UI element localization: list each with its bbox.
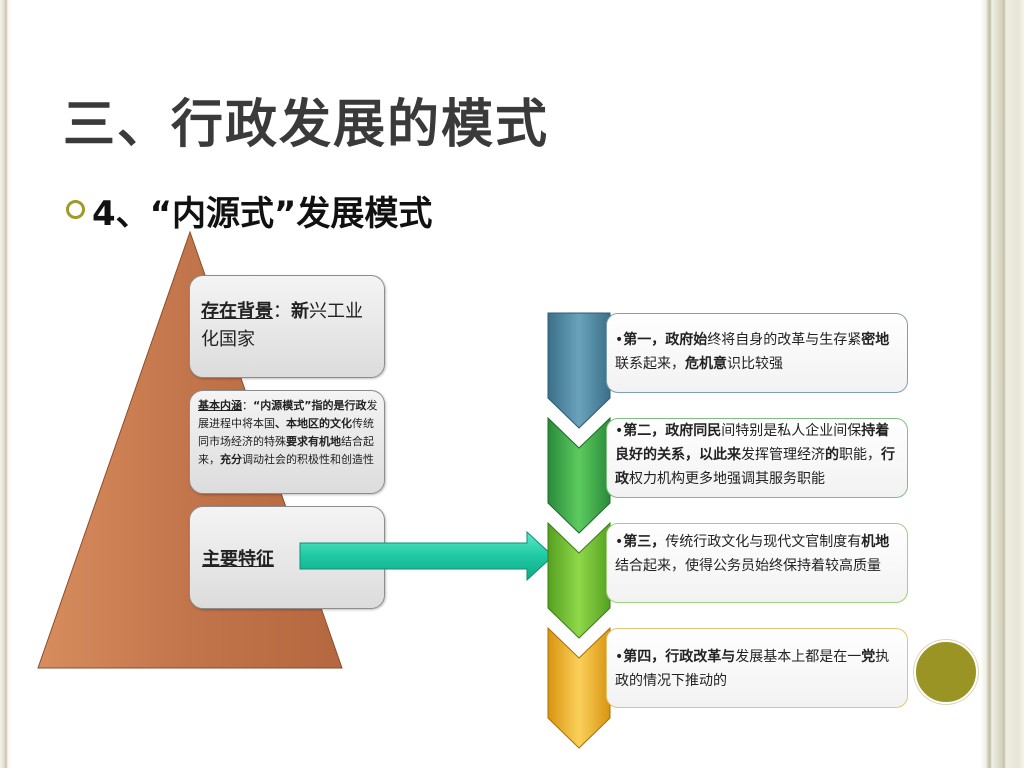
feature-text: 第四， xyxy=(623,649,666,665)
feature-text: 第一， xyxy=(623,332,666,348)
bullet: • xyxy=(615,423,624,439)
bullet: • xyxy=(615,332,624,348)
feature-text: 职能， xyxy=(839,447,881,463)
feature-text: 密地 xyxy=(861,332,890,348)
bullet: • xyxy=(615,534,624,550)
feature-text: 行政改革与 xyxy=(665,649,736,665)
bullet-ring-icon xyxy=(66,200,85,219)
background-box: 存在背景：新兴工业化国家 xyxy=(189,275,385,378)
feature-text: 联系起来， xyxy=(615,356,685,372)
connotation-text: 要求有机地 xyxy=(286,435,341,448)
feature-text: 危机意 xyxy=(685,356,727,372)
chevron-1 xyxy=(547,312,611,429)
connotation-text: ： xyxy=(242,399,253,412)
background-text-bold: 新 xyxy=(291,301,309,322)
chevron-2 xyxy=(547,416,611,534)
feature-text: 机地 xyxy=(861,534,890,550)
chevron-3 xyxy=(547,521,611,639)
feature-text: 行政 xyxy=(615,447,895,487)
feature-item-2: •第二，政府同民间特别是私人企业间保持着良好的关系，以此来发挥管理经济的职能，行… xyxy=(606,418,908,498)
background-separator: ： xyxy=(273,301,291,322)
feature-text: 党 xyxy=(861,649,876,665)
connotation-text: 政 xyxy=(355,399,367,412)
connotation-label: 基本内涵 xyxy=(198,399,242,412)
slide-frame-left xyxy=(0,0,12,768)
feature-text: 政府始 xyxy=(665,332,708,348)
connotation-text: 、本地区的文化 xyxy=(275,417,352,430)
feature-text: 结合起来，使得公务员始终保持着较高质量 xyxy=(615,558,881,574)
feature-text: 第三， xyxy=(623,534,666,550)
feature-item-4: •第四，行政改革与发展基本上都是在一党执政的情况下推动的 xyxy=(606,628,908,708)
slide-subtitle: 4、“内源式”发展模式 xyxy=(92,194,433,234)
background-label: 存在背景 xyxy=(201,301,273,322)
feature-text: 权力机构更多地强调其服务职能 xyxy=(629,471,825,487)
feature-item-3: •第三，传统行政文化与现代文官制度有机地结合起来，使得公务员始终保持着较高质量 xyxy=(606,523,908,603)
connotation-box: 基本内涵：“内源模式”指的是行政发展进程中将本国、本地区的文化传统同市场经济的特… xyxy=(189,390,385,494)
feature-text: 间特别是私人企业间保 xyxy=(721,423,862,439)
feature-text: 发展基本上都是在一 xyxy=(735,649,862,665)
features-label: 主要特征 xyxy=(202,549,274,570)
slide-title: 三、行政发展的模式 xyxy=(63,95,550,155)
right-arrow xyxy=(299,530,554,582)
decorative-circle-icon xyxy=(914,640,978,704)
feature-text: 识比较强 xyxy=(727,356,783,372)
feature-text: 终将自身的改革与生存紧 xyxy=(707,332,862,348)
feature-text: 持着良好的关系，以此来 xyxy=(615,423,890,463)
feature-item-1: •第一，政府始终将自身的改革与生存紧密地联系起来，危机意识比较强 xyxy=(606,313,908,393)
connotation-text: “内源模式”指的是行 xyxy=(253,399,356,412)
connotation-text: 充分 xyxy=(220,453,242,466)
connotation-text: 结合起来， xyxy=(198,435,374,466)
feature-text: 发挥管理经济 xyxy=(741,447,825,463)
slide-frame-right xyxy=(980,0,1024,768)
chevron-4 xyxy=(547,626,611,749)
connotation-text: 调动社会的积极性和创造性 xyxy=(242,453,374,466)
feature-text: 传统行政文化与现代文官制度有 xyxy=(665,534,862,550)
background-text: 兴工业化国家 xyxy=(201,301,363,350)
connotation-text: 发展进程中将本国 xyxy=(198,399,378,430)
feature-text: 执政的情况下推动的 xyxy=(615,649,890,689)
feature-text: 第二， xyxy=(623,423,666,439)
feature-text: 政府同民 xyxy=(665,423,722,439)
feature-text: 的 xyxy=(825,447,839,463)
connotation-text: 传统同市场经济的特殊 xyxy=(198,417,374,448)
bullet: • xyxy=(615,649,624,665)
